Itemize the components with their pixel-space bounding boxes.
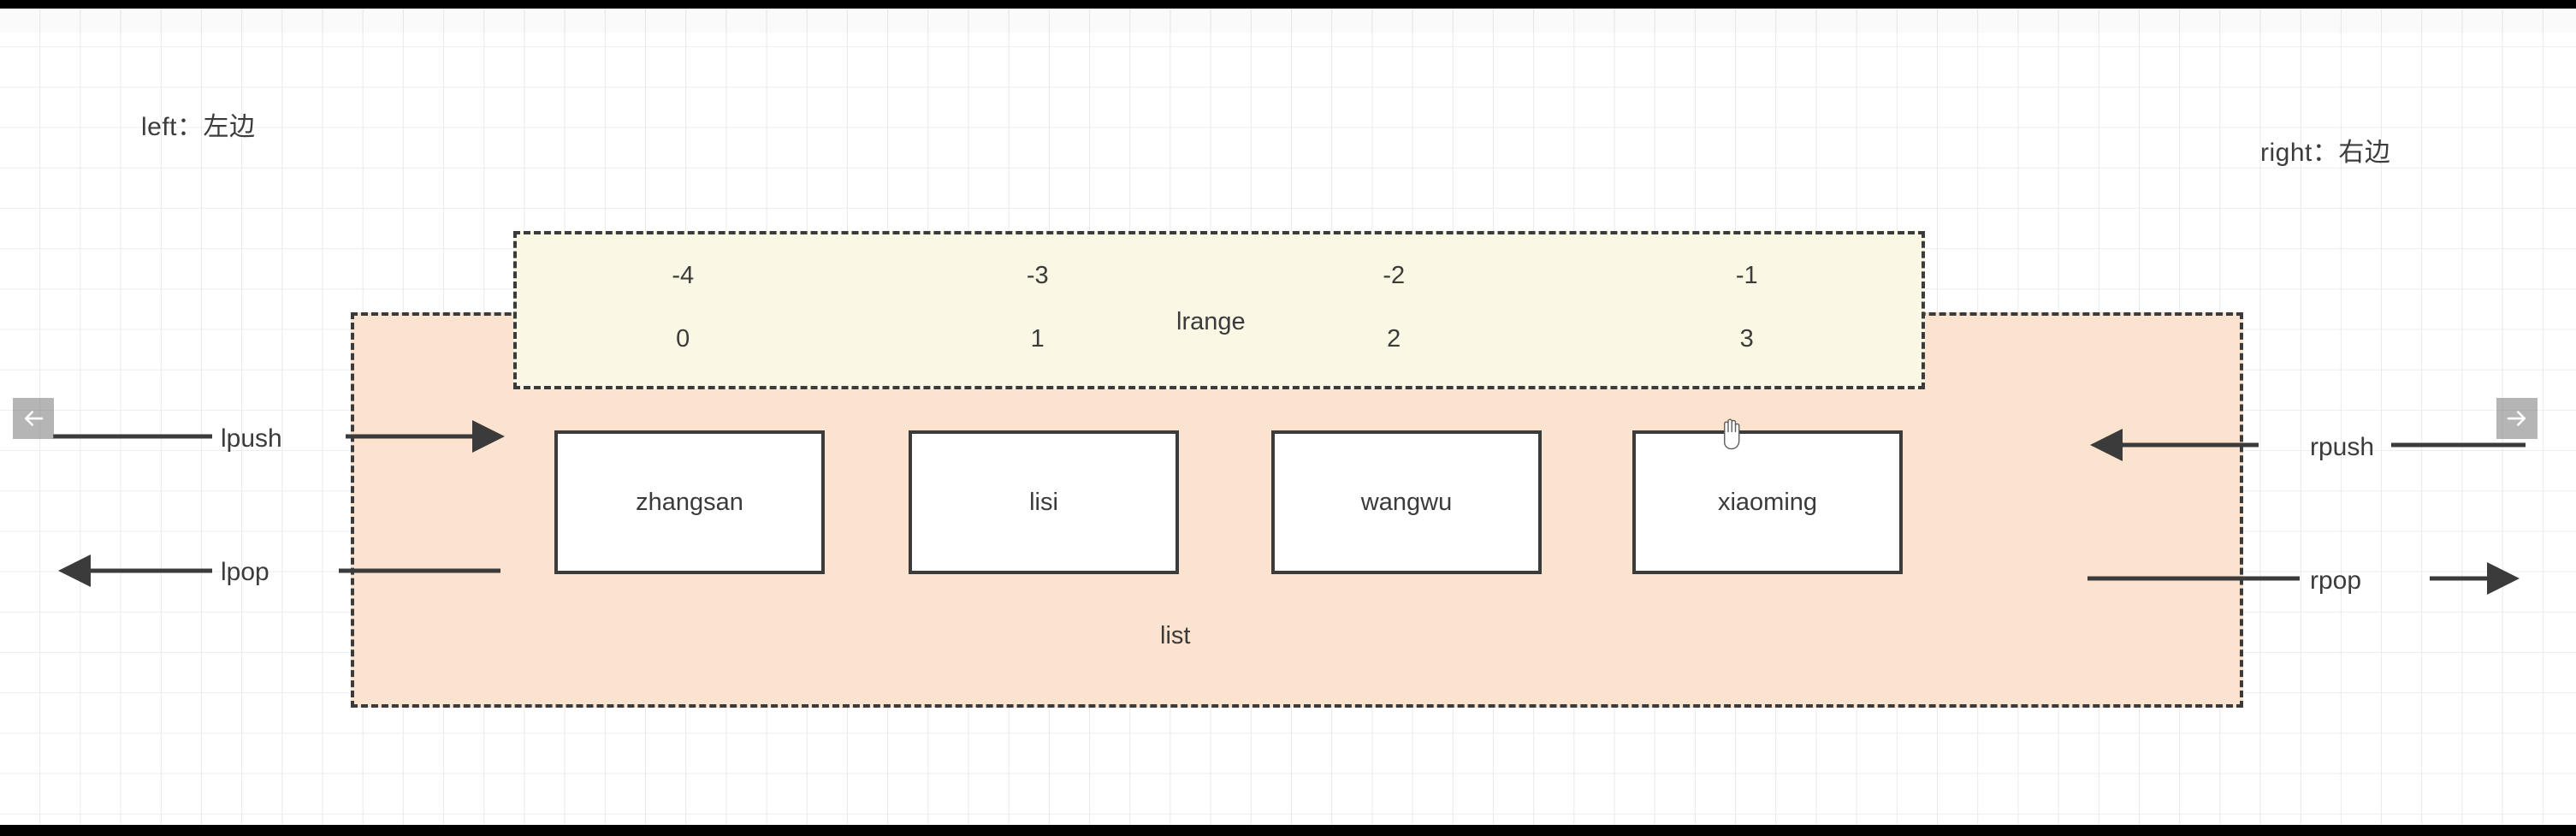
positive-index-cell: 0 [676,325,690,353]
negative-index-cell: -4 [672,262,695,289]
negative-index-cell: -1 [1735,262,1758,289]
list-label: list [1160,622,1191,649]
letterbox-top [0,0,2576,9]
lrange-container [513,231,1925,389]
positive-index-cell: 1 [1030,325,1045,353]
list-item-box: wangwu [1271,430,1542,574]
lrange-label: lrange [1176,308,1246,335]
arrow-right-icon [2507,411,2526,426]
list-item-box: zhangsan [554,430,825,574]
next-slide-button[interactable] [2496,398,2538,439]
letterbox-bottom [0,825,2576,836]
canvas-top-tint [0,9,2576,33]
negative-index-cell: -3 [1026,262,1049,289]
operation-label-lpop: lpop [221,558,269,586]
negative-index-cell: -2 [1383,262,1406,289]
previous-slide-button[interactable] [13,398,54,439]
operation-label-lpush: lpush [221,424,282,453]
positive-index-cell: 3 [1739,325,1754,353]
right-side-label: right：右边 [2260,139,2391,167]
positive-index-row: 0 1 2 3 [513,322,1925,356]
positive-index-cell: 2 [1387,325,1401,353]
negative-index-row: -4 -3 -2 -1 [513,258,1925,293]
operation-label-rpop: rpop [2310,566,2362,595]
left-side-label: left：左边 [141,113,256,141]
diagram-canvas: left：左边 right：右边 -4 -3 -2 -1 0 1 2 3 lra… [0,9,2576,825]
list-item-box: xiaoming [1632,430,1903,574]
arrow-left-icon [24,411,44,426]
list-item-box: lisi [909,430,1179,574]
operation-label-rpush: rpush [2310,433,2375,461]
